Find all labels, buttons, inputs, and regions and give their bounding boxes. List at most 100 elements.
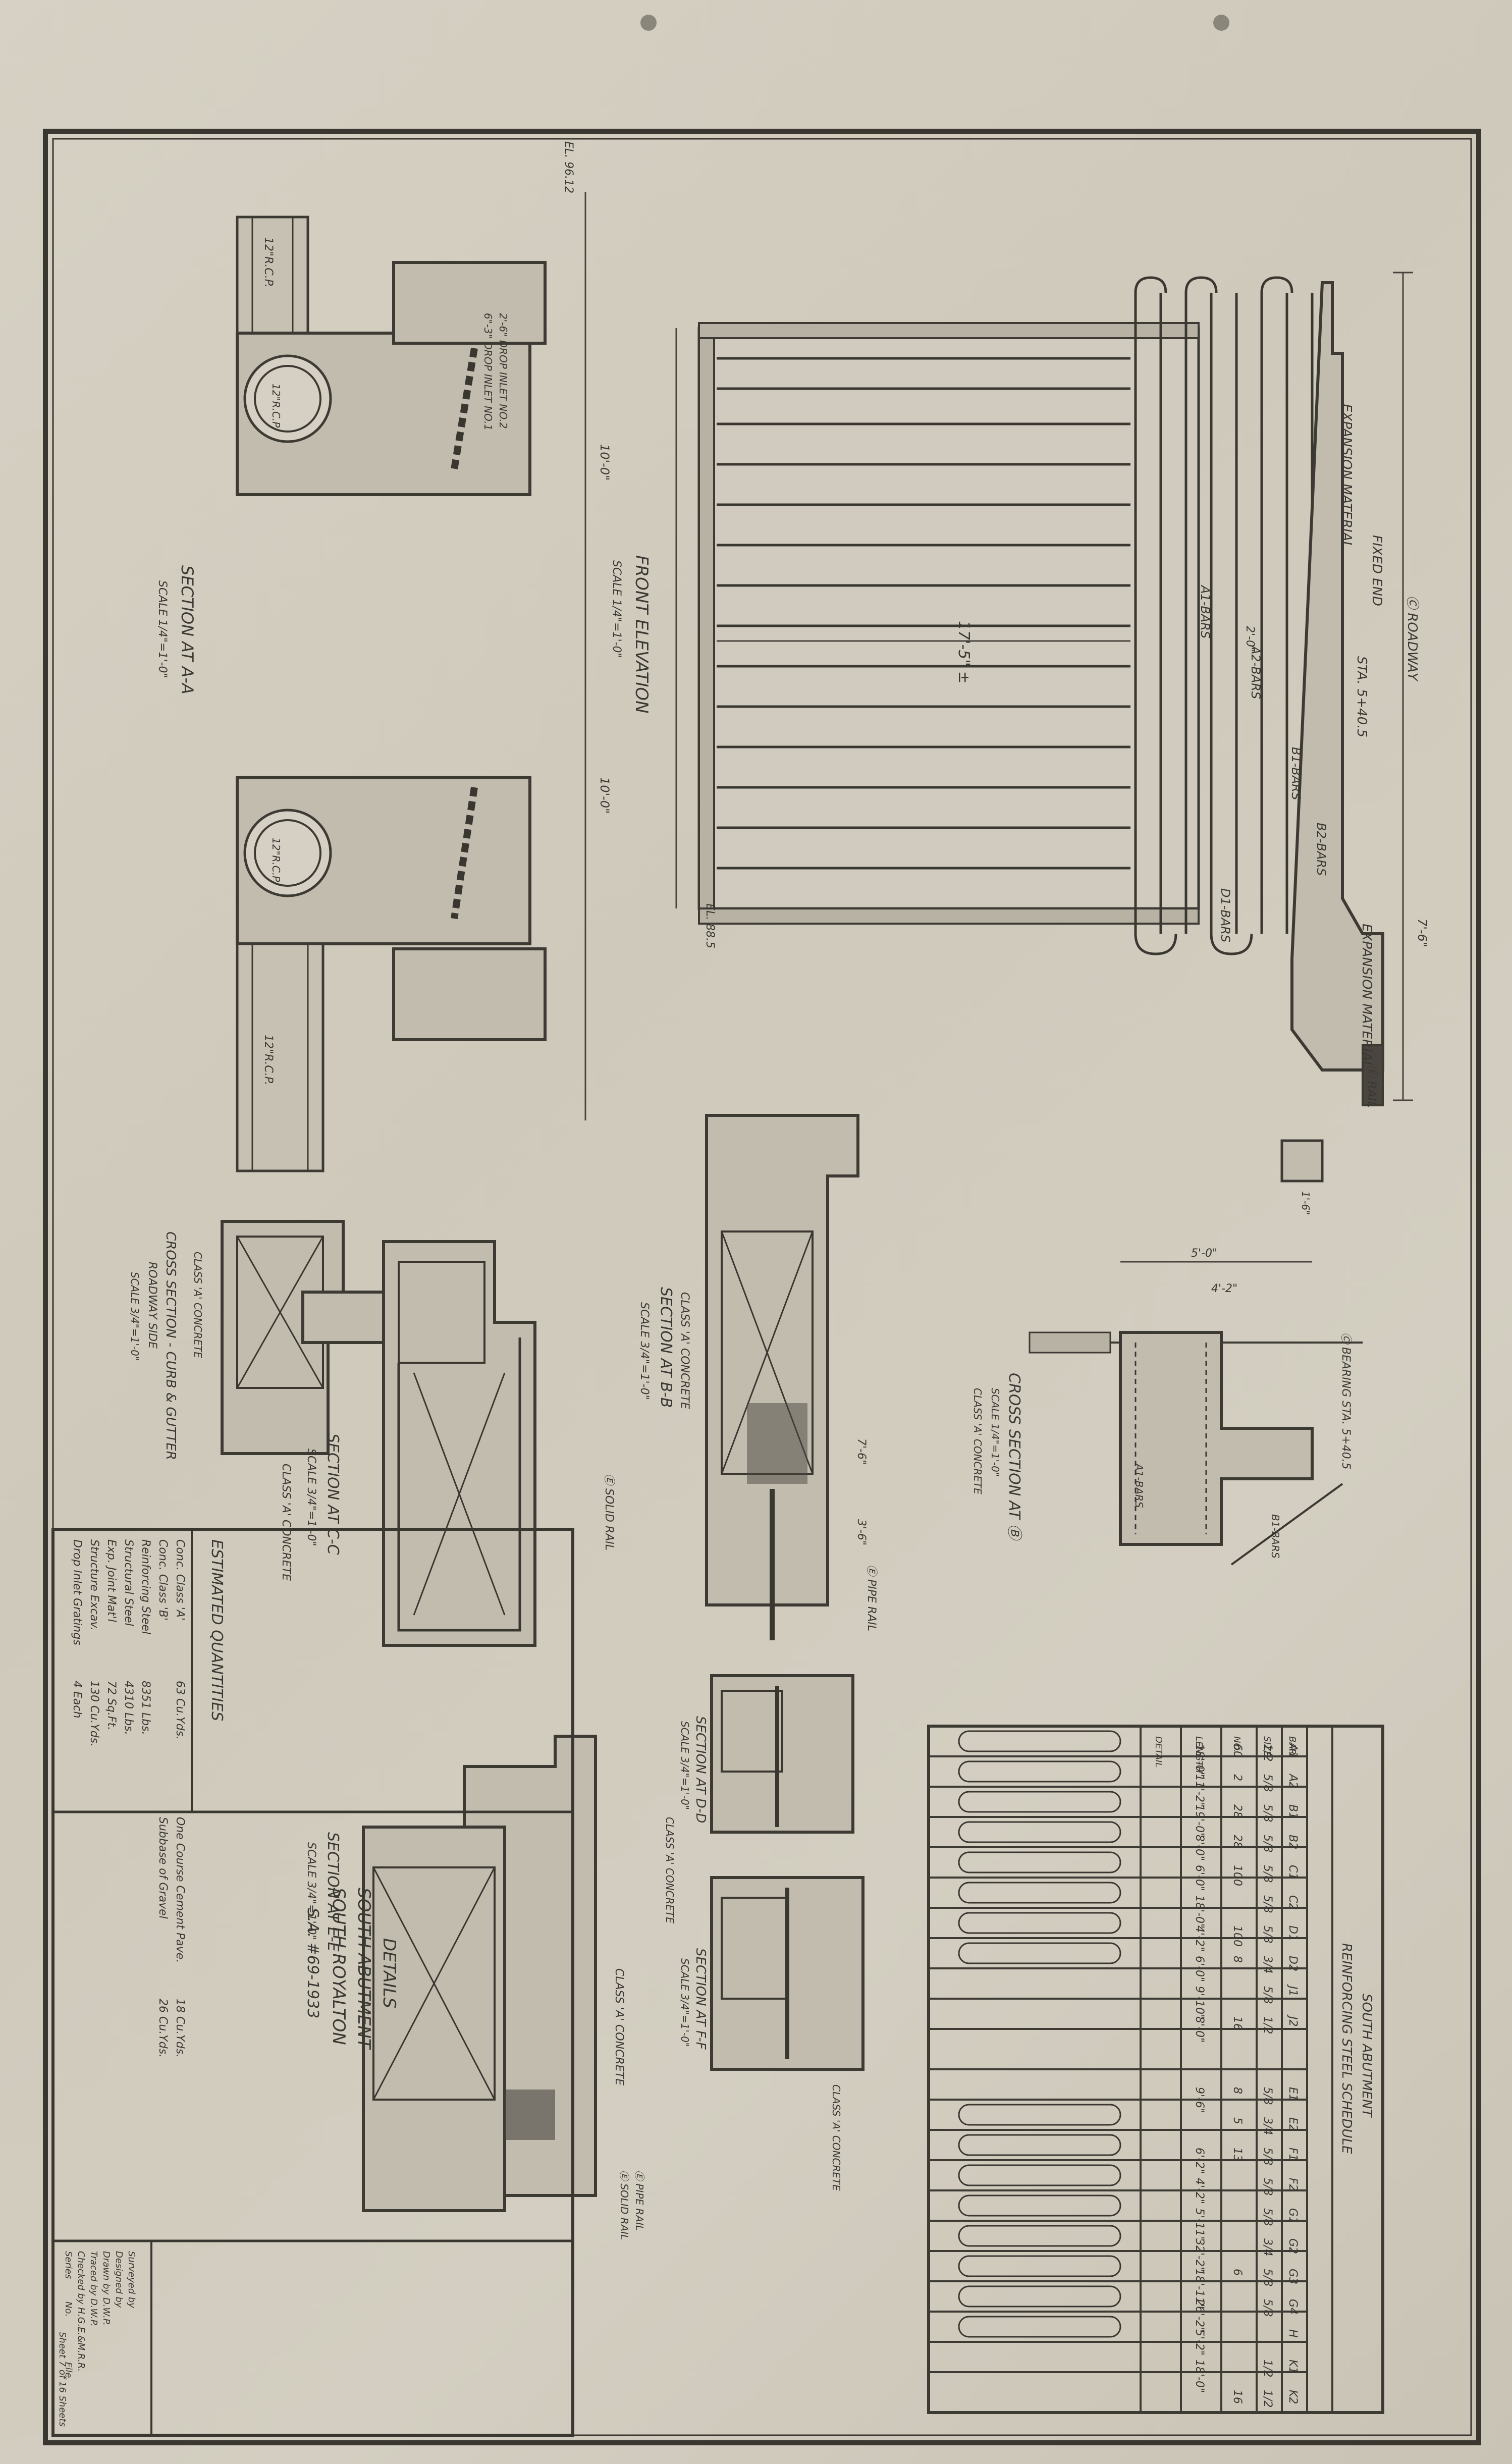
schedule-heading: SOUTH ABUTMENT <box>1359 1994 1374 2118</box>
steel-schedule: SOUTH ABUTMENT REINFORCING STEEL SCHEDUL… <box>927 1725 1384 2414</box>
schedule-cell: 8 <box>1231 1956 1244 1963</box>
section-ee-scale: SCALE 3/4"=1'-0" <box>305 1842 317 1940</box>
cross-section-curb-view: CROSS SECTION - CURB & GUTTER ROADWAY SI… <box>129 1220 385 1460</box>
schedule-cell: F1 <box>1286 2148 1299 2161</box>
quantity-extra-item: Subbase of Gravel <box>156 1817 169 1919</box>
b1-bars-cross: B1-BARS <box>1269 1514 1281 1559</box>
class-a-ff: CLASS 'A' CONCRETE <box>830 2084 842 2191</box>
b1-bars-label: B1-BARS <box>1289 747 1303 800</box>
schedule-cell: 6'-0" <box>1193 1956 1206 1982</box>
section-ee-title: SECTION AT E-E <box>324 1832 342 1952</box>
quantity-value: 130 Cu.Yds. <box>88 1681 100 1747</box>
series-label: Series <box>63 2251 74 2279</box>
schedule-cell: 4'-2" <box>1193 1925 1206 1952</box>
schedule-cell: 19'-0" <box>1193 1804 1206 1838</box>
schedule-cell: 18'-0" <box>1193 2360 1206 2393</box>
schedule-cell: 5 <box>1231 2117 1244 2124</box>
schedule-cell: 16 <box>1231 2390 1244 2404</box>
schedule-cell: A1 <box>1286 1743 1299 1758</box>
schedule-cell: H <box>1286 2329 1299 2338</box>
schedule-cell: 5'-2" <box>1193 2329 1206 2355</box>
quantity-item: Exp. Joint Mat'l <box>105 1539 118 1622</box>
schedule-col-header: NO. <box>1231 1736 1242 1753</box>
section-dd-title: SECTION AT D-D <box>693 1716 708 1823</box>
quantity-item: Reinforcing Steel <box>139 1539 152 1634</box>
schedule-cell: 8 <box>1231 2087 1244 2094</box>
a1-bars-label: A1-BARS <box>1198 584 1212 638</box>
schedule-cell: G2 <box>1286 2238 1299 2254</box>
schedule-cell: 16 <box>1231 2016 1244 2030</box>
schedule-col-header: LENGTH <box>1194 1736 1204 1774</box>
section-aa-title: SECTION AT A-A <box>178 565 197 694</box>
quantity-extra-value: 26 Cu.Yds. <box>156 1999 169 2058</box>
schedule-cell: 6 <box>1231 2269 1244 2276</box>
checked-by: Checked by H.G.E.&M.R.R. <box>76 2251 86 2372</box>
drop-inlet-1-label: 6"-3" DROP INLET NO.1 <box>482 313 494 431</box>
fixed-end-label: FIXED END <box>1369 535 1384 606</box>
schedule-cell: J2 <box>1286 2014 1299 2027</box>
section-aa-scale: SCALE 1/4"=1'-0" <box>156 580 169 678</box>
schedule-cell: 5/8 <box>1261 1986 1274 2004</box>
elev-bottom-label: EL. 88.5 <box>704 903 716 948</box>
title-details: DETAILS <box>379 1938 399 2008</box>
dim-10-0-upper: 10'-0" <box>598 444 612 480</box>
schedule-cell: 60 <box>1231 1744 1244 1758</box>
schedule-cell: K2 <box>1286 2390 1299 2404</box>
sheet-inner-border <box>52 138 1472 2436</box>
section-bb-view: SECTION AT B-B SCALE 3/4"=1'-0" CLASS 'A… <box>638 1114 878 1640</box>
title-line1: SOUTH ABUTMENT <box>354 1888 374 2050</box>
schedule-cell: 5/8 <box>1261 2148 1274 2165</box>
cross-section-curb-title: CROSS SECTION - CURB & GUTTER <box>163 1231 178 1460</box>
title-line3: S.A. #69-1933 <box>304 1908 321 2018</box>
section-cc-scale: SCALE 3/4"=1'-0" <box>305 1449 317 1546</box>
bearing-label: Ⓒ BEARING STA. 5+40.5 <box>1339 1332 1352 1470</box>
title-block: ESTIMATED QUANTITIES Conc. Class 'A'63 C… <box>51 1528 574 2437</box>
schedule-cell: 6'-2" <box>1193 2148 1206 2174</box>
schedule-cell: 11'-2" <box>1193 1774 1206 1807</box>
designed-by: Designed by <box>114 2251 124 2308</box>
a1-bars-cross: A1-BARS <box>1133 1463 1145 1508</box>
quantities-heading: ESTIMATED QUANTITIES <box>208 1539 226 1721</box>
front-elevation-title: FRONT ELEVATION <box>631 555 652 714</box>
no-label: No. <box>63 2301 74 2317</box>
roadway-side-label: ROADWAY SIDE <box>146 1262 158 1349</box>
class-a-cross-b: CLASS 'A' CONCRETE <box>971 1388 984 1494</box>
punch-hole <box>640 15 657 31</box>
solid-rail-ee: Ⓔ SOLID RAIL <box>618 2170 630 2240</box>
section-ff-scale: SCALE 3/4"=1'-0" <box>679 1958 691 2047</box>
schedule-cell: 5'-11" <box>1193 2208 1206 2241</box>
schedule-cell: G3 <box>1286 2269 1299 2284</box>
schedule-cell: 3/4 <box>1261 1956 1274 1973</box>
schedule-cell: 5/8 <box>1261 1865 1274 1883</box>
section-ee-view: SECTION AT E-E SCALE 3/4"=1'-0" CLASS 'A… <box>305 1735 645 2240</box>
title-line2: SOUTH ROYALTON <box>329 1888 349 2045</box>
schedule-col-header: SIZE <box>1262 1736 1272 1757</box>
file-label: File <box>63 2362 74 2378</box>
schedule-cell: 32'-2" <box>1193 2238 1206 2272</box>
schedule-cell: 8'-0" <box>1193 2016 1206 2043</box>
schedule-cell: 5/8 <box>1261 1925 1274 1943</box>
schedule-cell: 9'-10" <box>1193 1986 1206 2019</box>
dim-7-6: 7'-6" <box>1415 919 1429 947</box>
surveyed-by: Surveyed by <box>126 2251 137 2308</box>
a2-bars-label: A2-BARS <box>1249 645 1263 699</box>
elev-top-label: EL. 96.12 <box>562 141 575 193</box>
b2-bars-label: B2-BARS <box>1314 823 1328 876</box>
schedule-cell: J1 <box>1286 1984 1299 1997</box>
schedule-cell: 2 <box>1231 1774 1244 1781</box>
punch-hole <box>1213 15 1229 31</box>
front-elevation-view: 1'-6" FRONT ELEVATION SCALE 1/4"=1'-0" 1… <box>610 272 1429 1215</box>
schedule-cells: E15/889'-6"E23/45F15/8136'-2"F25/84'-2"G… <box>1153 1736 1299 2407</box>
schedule-cell: A2 <box>1286 1773 1299 1789</box>
schedule-cell: 5/8 <box>1261 1804 1274 1822</box>
schedule-cell: 8'-0" <box>1193 1835 1206 1861</box>
pipe-12-rcp-circle: 12"R.C.P. <box>270 384 282 430</box>
schedule-col-header: DETAIL <box>1153 1736 1164 1767</box>
quantity-value: 4310 Lbs. <box>122 1681 135 1735</box>
class-a-curb: CLASS 'A' CONCRETE <box>192 1252 204 1358</box>
schedule-cell: 13 <box>1231 2148 1244 2162</box>
front-elevation-scale: SCALE 1/4"=1'-0" <box>610 560 623 658</box>
dim-5-0: 5'-0" <box>1191 1247 1217 1260</box>
roadway-label: Ⓒ ROADWAY <box>1405 596 1420 682</box>
